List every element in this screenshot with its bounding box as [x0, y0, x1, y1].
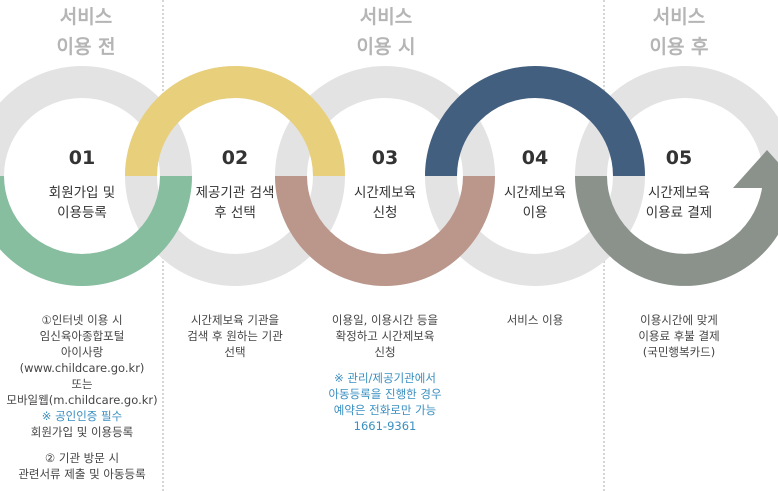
arrow-up-icon	[733, 150, 778, 188]
step-5-number: 05	[665, 147, 693, 169]
desc-3-phone-number: 1661-9361	[353, 419, 417, 433]
desc-1-line-9: ② 기관 방문 시	[44, 451, 120, 465]
desc-5-line-1: 이용시간에 맞게	[640, 313, 718, 327]
desc-5-line-3: (국민행복카드)	[642, 345, 716, 359]
desc-2-line-3: 선택	[224, 345, 246, 359]
phase-before-line2: 이용 전	[56, 36, 116, 58]
step-2-arc	[125, 66, 345, 177]
step-3-title-line1: 시간제보육	[353, 185, 417, 201]
step-2: 02 제공기관 검색 후 선택	[176, 143, 294, 223]
desc-1-line-4: (www.childcare.go.kr)	[19, 361, 145, 375]
step-5: 05 시간제보육 이용료 결제	[620, 143, 738, 223]
step-1-title-line1: 회원가입 및	[48, 185, 116, 201]
desc-1-line-2: 임신육아종합포털	[39, 329, 125, 343]
phase-before-label: 서비스 이용 전	[16, 2, 156, 62]
phase-after-line1: 서비스	[652, 6, 706, 28]
desc-5-line-2: 이용료 후불 결제	[638, 329, 720, 343]
desc-2-line-2: 검색 후 원하는 기관	[187, 329, 283, 343]
phase-during-line2: 이용 시	[356, 36, 416, 58]
desc-1-line-5: 또는	[71, 377, 93, 391]
desc-4-line-1: 서비스 이용	[506, 313, 564, 327]
desc-1-certificate-note: ※ 공인인증 필수	[41, 409, 123, 423]
step-4-title-line1: 시간제보육	[503, 185, 567, 201]
step-5-arc	[575, 175, 778, 286]
desc-3-spacer	[307, 360, 463, 370]
step-5-description: 이용시간에 맞게 이용료 후불 결제 (국민행복카드)	[601, 312, 757, 360]
step-1-title-line2: 이용등록	[57, 205, 107, 221]
step-1: 01 회원가입 및 이용등록	[23, 143, 141, 223]
colored-path	[0, 66, 778, 286]
desc-3-line-2: 확정하고 시간제보육	[335, 329, 435, 343]
step-4-description: 서비스 이용	[457, 312, 613, 328]
step-3-title-line2: 신청	[372, 205, 398, 221]
desc-1-line-6: 모바일웹(m.childcare.go.kr)	[6, 393, 158, 407]
step-1-arc	[0, 175, 192, 286]
step-1-description: ①인터넷 이용 시 임신육아종합포털 아이사랑 (www.childcare.g…	[4, 312, 160, 482]
phase-after-label: 서비스 이용 후	[609, 2, 749, 62]
phase-after-line2: 이용 후	[649, 36, 709, 58]
step-2-title-line2: 후 선택	[214, 205, 256, 221]
step-4: 04 시간제보육 이용	[476, 143, 594, 223]
step-3-number: 03	[371, 147, 399, 169]
desc-1-line-10: 관련서류 제출 및 아동등록	[18, 467, 146, 481]
step-1-number: 01	[68, 147, 96, 169]
phase-before-line1: 서비스	[59, 6, 113, 28]
step-4-arc	[425, 66, 645, 177]
phase-during-line1: 서비스	[359, 6, 413, 28]
step-2-description: 시간제보육 기관을 검색 후 원하는 기관 선택	[157, 312, 313, 360]
desc-3-note-2: 아동등록을 진행한 경우	[328, 387, 442, 401]
step-2-title-line1: 제공기관 검색	[195, 185, 275, 201]
step-3-arc	[275, 175, 495, 286]
phase-during-label: 서비스 이용 시	[316, 2, 456, 62]
desc-1-line-8: 회원가입 및 이용등록	[30, 425, 134, 439]
desc-3-note-3: 예약은 전화로만 가능	[333, 403, 437, 417]
desc-2-line-1: 시간제보육 기관을	[190, 313, 280, 327]
step-2-number: 02	[221, 147, 249, 169]
desc-3-line-3: 신청	[374, 345, 396, 359]
desc-1-line-3: 아이사랑	[60, 345, 104, 359]
step-4-number: 04	[521, 147, 549, 169]
step-4-title-line2: 이용	[522, 205, 548, 221]
step-3-description: 이용일, 이용시간 등을 확정하고 시간제보육 신청 ※ 관리/제공기관에서 아…	[307, 312, 463, 434]
desc-3-note-1: ※ 관리/제공기관에서	[334, 371, 436, 385]
step-5-title-line1: 시간제보육	[647, 185, 711, 201]
desc-1-spacer	[4, 440, 160, 450]
desc-1-line-1: ①인터넷 이용 시	[41, 313, 123, 327]
step-3: 03 시간제보육 신청	[326, 143, 444, 223]
desc-3-line-1: 이용일, 이용시간 등을	[331, 313, 439, 327]
step-5-title-line2: 이용료 결제	[645, 205, 713, 221]
